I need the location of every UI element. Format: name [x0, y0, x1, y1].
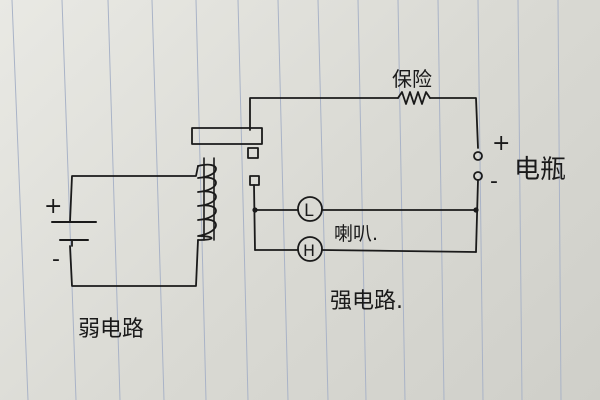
junction-dot: [252, 207, 258, 213]
lamp-h-label: H: [303, 241, 315, 260]
battery-label: 电瓶: [514, 155, 566, 185]
ruled-lines: [11, 0, 562, 400]
coil-winding: [197, 163, 217, 241]
armature-bar: [191, 127, 263, 145]
weak-circuit: + -: [44, 165, 199, 287]
relay-armature: [191, 127, 263, 186]
strong-circuit-label: 强电路.: [330, 289, 403, 314]
battery-positive-terminal: [473, 151, 483, 161]
lamp-h-wire: [254, 249, 477, 253]
horn-label: 喇叭.: [334, 223, 378, 245]
fixed-contact: [249, 175, 260, 186]
coil-core: [203, 157, 215, 241]
battery-minus-sign: -: [490, 169, 498, 194]
battery-negative-terminal: [473, 171, 483, 181]
lamp-l-label: L: [304, 201, 314, 221]
movable-contact: [247, 147, 259, 159]
weak-circuit-wire: [69, 165, 199, 287]
strong-top-wire: [249, 97, 479, 149]
lamp-l-circle: [297, 196, 323, 222]
fuse-symbol: [397, 91, 431, 105]
lamp-h-circle: [297, 236, 323, 262]
weak-battery-minus: -: [52, 247, 60, 272]
battery-plus-sign: +: [492, 131, 510, 156]
fuse-label: 保险: [392, 67, 432, 91]
labels: 保险 + - 电瓶 喇叭. 强电路. 弱电路: [78, 67, 566, 342]
junction-dot: [473, 207, 479, 213]
weak-battery-plus: +: [44, 194, 62, 219]
strong-branch-wire: [253, 179, 479, 253]
strong-circuit: L H: [249, 91, 483, 262]
weak-circuit-label: 弱电路: [78, 317, 144, 342]
relay-coil: [197, 157, 217, 241]
